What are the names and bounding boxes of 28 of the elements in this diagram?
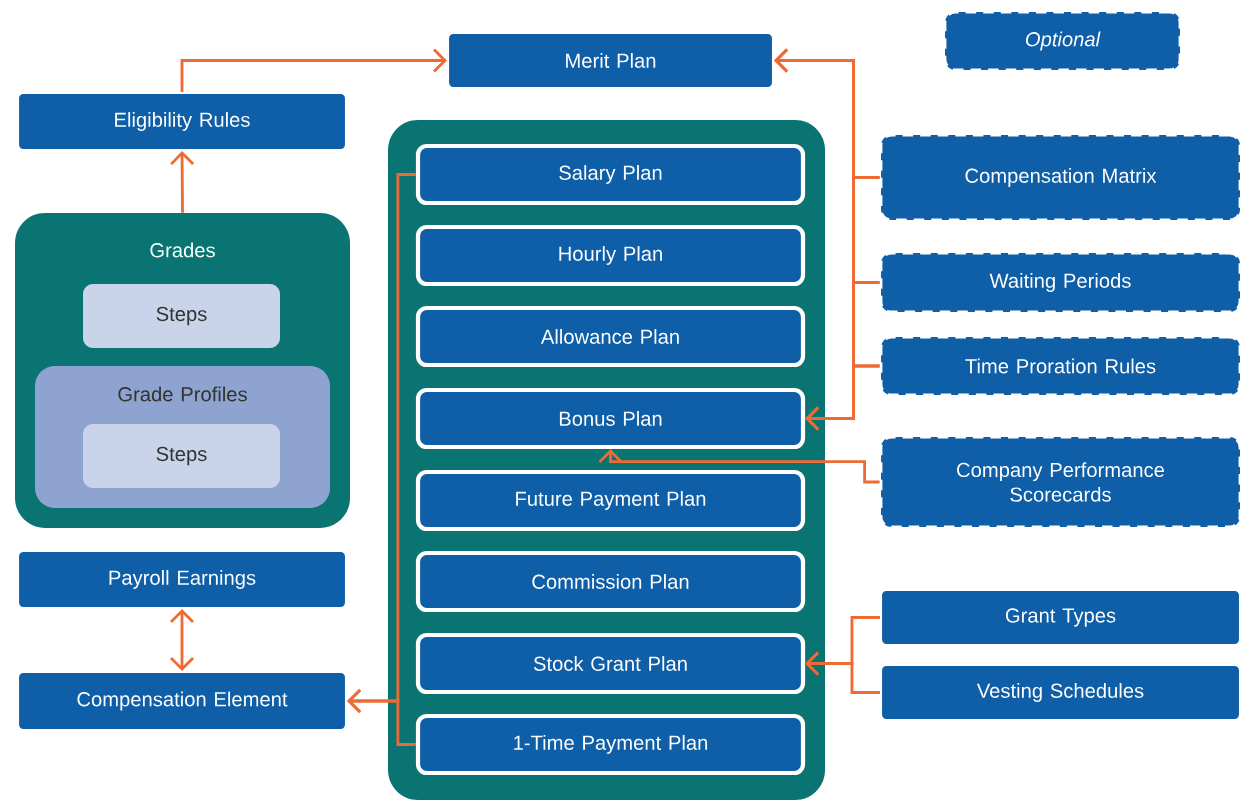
label-box: Eligibility Rules: [16, 91, 348, 152]
arrow: [180, 48, 447, 92]
dashed-box: Compensation Matrix: [879, 133, 1242, 222]
plan-box: Bonus Plan: [415, 387, 806, 450]
plan-box: Stock Grant Plan: [415, 632, 806, 695]
arrow: [170, 609, 194, 671]
plan-box: Commission Plan: [415, 550, 806, 613]
plan-box: 1-Time Payment Plan: [415, 713, 806, 776]
plan-box: Hourly Plan: [415, 224, 806, 287]
arrow: [598, 449, 880, 484]
dashed-box: Waiting Periods: [879, 251, 1242, 314]
arrow: [805, 364, 880, 431]
label-box: Compensation Element: [16, 670, 348, 732]
dashed-box: Optional: [943, 10, 1182, 72]
dashed-box: Company Performance Scorecards: [879, 435, 1242, 529]
arrow: [805, 651, 880, 694]
arrow: [170, 151, 195, 213]
step-box: Steps: [83, 284, 280, 348]
label-box: Payroll Earnings: [16, 549, 348, 610]
plan-box: Allowance Plan: [415, 305, 806, 368]
plan-box: Future Payment Plan: [415, 469, 806, 532]
plan-box: Salary Plan: [415, 143, 806, 206]
dashed-box: Time Proration Rules: [879, 335, 1242, 397]
label-box: Vesting Schedules: [879, 663, 1242, 722]
label-box: Merit Plan: [446, 31, 775, 90]
arrow: [347, 689, 416, 746]
label-box: Grant Types: [879, 588, 1242, 647]
step-box: Steps: [83, 424, 280, 488]
